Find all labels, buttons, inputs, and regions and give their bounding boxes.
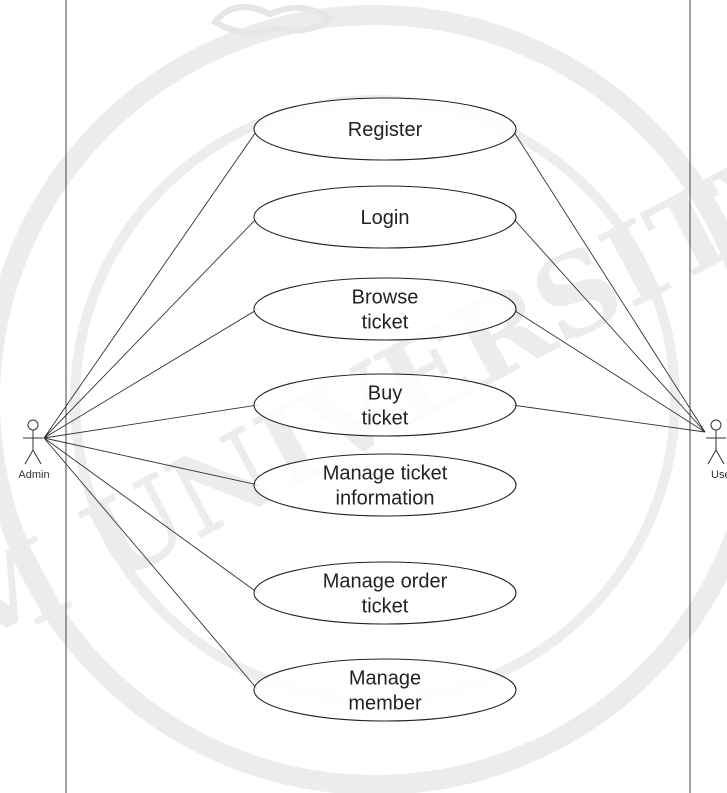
use-case: Manage member (253, 658, 517, 722)
association-line (511, 216, 706, 433)
association-line (511, 404, 706, 433)
use-case-ellipse (253, 453, 517, 517)
use-case: Manage ticket information (253, 453, 517, 517)
use-case-ellipse (253, 185, 517, 249)
actor-label: Use (711, 469, 727, 481)
association-line (511, 308, 706, 433)
association-line (43, 437, 259, 691)
watermark-emblem (210, 4, 336, 36)
use-case-label: Browse (352, 287, 419, 309)
use-cases: RegisterLoginBrowseticketBuyticketManage… (253, 97, 517, 722)
use-case-ellipse (253, 373, 517, 437)
use-case: Manage order ticket (253, 561, 517, 625)
actor-head (27, 419, 39, 431)
use-case-label: Manage order (323, 571, 448, 593)
association-line (43, 437, 259, 486)
use-case-label: ticket (362, 596, 409, 618)
actor-right-leg (32, 449, 42, 465)
use-case-label: ticket (362, 312, 409, 334)
watermark-outer-ring (0, 5, 727, 793)
actor-left-leg (707, 449, 717, 465)
association-line (43, 216, 259, 439)
system-boundary (65, 0, 691, 793)
actors: Admin Use (18, 419, 727, 481)
use-case: Login (253, 185, 517, 249)
association-line (43, 437, 259, 594)
association-line (43, 128, 259, 439)
actor-head (710, 419, 722, 431)
actor-label: Admin (18, 469, 49, 481)
use-case-ellipse (253, 277, 517, 341)
actor-left-leg (24, 449, 34, 465)
actor: Admin (18, 419, 50, 481)
use-case-label: Manage (349, 668, 421, 690)
association-line (511, 128, 706, 433)
actor-right-leg (715, 449, 725, 465)
use-case-label: Login (361, 207, 410, 229)
use-case: Register (253, 97, 517, 161)
use-case-label: member (348, 693, 422, 715)
use-case: Browse ticket (253, 277, 517, 341)
use-case-label: ticket (362, 408, 409, 430)
association-line (43, 308, 259, 439)
associations (43, 128, 706, 691)
use-case-ellipse (253, 658, 517, 722)
use-case-label: Register (348, 119, 423, 141)
use-case-label: information (336, 488, 435, 510)
actor: Use (706, 419, 727, 481)
use-case-label: Manage ticket (323, 463, 448, 485)
association-line (43, 404, 259, 439)
use-case-ellipse (253, 561, 517, 625)
use-case-ellipse (253, 97, 517, 161)
use-case: Buy ticket (253, 373, 517, 437)
use-case-label: Buy (368, 383, 402, 405)
